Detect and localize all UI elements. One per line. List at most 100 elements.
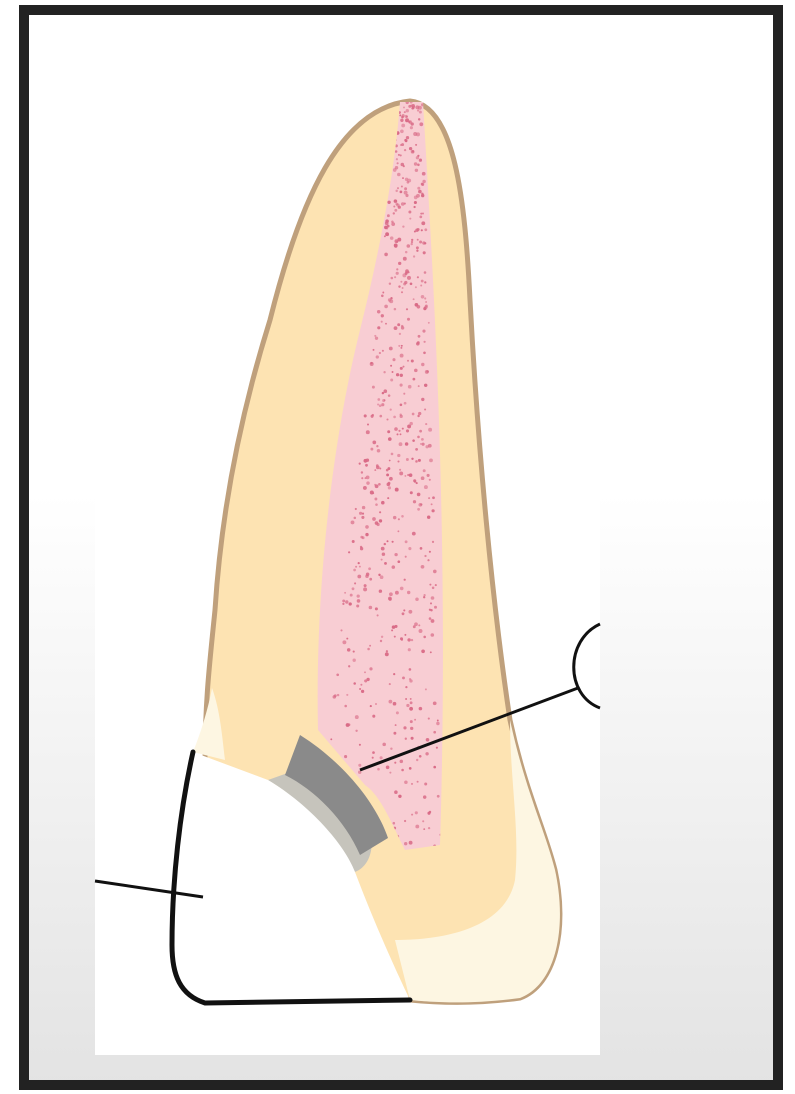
pulp-dot [382, 552, 385, 555]
pulp-dot [418, 385, 420, 387]
pulp-dot [361, 471, 363, 473]
pulp-dot [409, 668, 412, 671]
pulp-dot [365, 525, 369, 529]
pulp-dot [394, 427, 398, 431]
pulp-dot [404, 139, 407, 142]
pulp-dot [404, 475, 406, 477]
pulp-dot [418, 459, 421, 462]
pulp-dot [375, 703, 377, 705]
pulp-dot [401, 163, 405, 167]
pulp-dot [412, 439, 415, 442]
pulp-dot [385, 652, 389, 656]
pulp-dot [399, 114, 401, 116]
pulp-dot [381, 294, 384, 297]
pulp-dot [405, 686, 407, 688]
pulp-dot [422, 172, 426, 176]
pulp-dot [387, 201, 390, 204]
pulp-dot [373, 349, 375, 351]
pulp-dot [431, 596, 435, 600]
pulp-dot [400, 347, 402, 349]
pulp-dot [424, 305, 427, 308]
pulp-dot [400, 367, 403, 370]
pulp-dot [394, 790, 398, 794]
pulp-dot [401, 769, 404, 772]
pulp-dot [375, 607, 378, 610]
pulp-dot [381, 547, 385, 551]
pulp-dot [365, 477, 367, 479]
pulp-dot [416, 342, 420, 346]
pulp-dot [353, 651, 355, 653]
pulp-dot [404, 820, 406, 822]
pulp-dot [355, 730, 357, 732]
pulp-dot [361, 516, 364, 519]
pulp-dot [384, 543, 386, 545]
pulp-dot [418, 190, 422, 194]
pulp-dot [386, 766, 390, 770]
pulp-dot [369, 667, 372, 670]
pulp-dot [404, 842, 407, 845]
pulp-dot [382, 743, 386, 747]
pulp-dot [344, 755, 347, 758]
pulp-dot [408, 211, 411, 214]
pulp-dot [415, 825, 419, 829]
pulp-dot [362, 506, 365, 509]
pulp-dot [419, 122, 423, 126]
pulp-dot [395, 166, 398, 169]
pulp-dot [350, 594, 353, 597]
pulp-dot [411, 639, 413, 641]
pulp-dot [372, 757, 374, 759]
pulp-dot [406, 308, 408, 310]
pulp-dot [382, 399, 385, 402]
pulp-dot [421, 398, 424, 401]
pulp-dot [367, 648, 370, 651]
pulp-dot [419, 216, 422, 219]
pulp-dot [400, 433, 402, 435]
pulp-dot [419, 430, 422, 433]
pulp-dot [369, 578, 372, 581]
pulp-dot [417, 415, 419, 417]
pulp-dot [399, 442, 403, 446]
pulp-dot [411, 107, 414, 110]
pulp-dot [437, 720, 439, 722]
pulp-dot [389, 683, 391, 685]
pulp-dot [387, 497, 389, 499]
pulp-dot [358, 764, 361, 767]
pulp-dot [431, 503, 433, 505]
pulp-dot [437, 795, 440, 798]
pulp-dot [384, 305, 388, 309]
pulp-dot [420, 547, 423, 550]
pulp-dot [394, 326, 398, 330]
pulp-dot [383, 389, 387, 393]
pulp-dot [417, 239, 419, 241]
pulp-dot [387, 540, 389, 542]
pulp-dot [411, 783, 413, 785]
pulp-dot [377, 326, 380, 329]
pulp-dot [407, 179, 411, 183]
pulp-dot [398, 154, 400, 156]
pulp-dot [404, 780, 408, 784]
pulp-dot [392, 565, 396, 569]
pulp-dot [436, 722, 439, 725]
pulp-dot [415, 448, 418, 451]
pulp-dot [424, 297, 426, 299]
pulp-dot [359, 512, 362, 515]
pulp-dot [400, 404, 403, 407]
pulp-dot [422, 820, 424, 822]
pulp-dot [407, 276, 411, 280]
pulp-dot [365, 575, 369, 579]
pulp-dot [355, 508, 357, 510]
pulp-dot [333, 695, 337, 699]
pulp-dot [414, 480, 416, 482]
pulp-dot [430, 602, 432, 604]
pulp-dot [413, 206, 415, 208]
pulp-dot [370, 705, 372, 707]
pulp-dot [381, 559, 383, 561]
pulp-dot [376, 466, 380, 470]
pulp-dot [427, 515, 430, 518]
pulp-dot [400, 384, 403, 387]
pulp-dot [410, 701, 413, 704]
pulp-dot [372, 414, 374, 416]
pulp-dot [388, 437, 392, 441]
pulp-dot [398, 518, 400, 520]
